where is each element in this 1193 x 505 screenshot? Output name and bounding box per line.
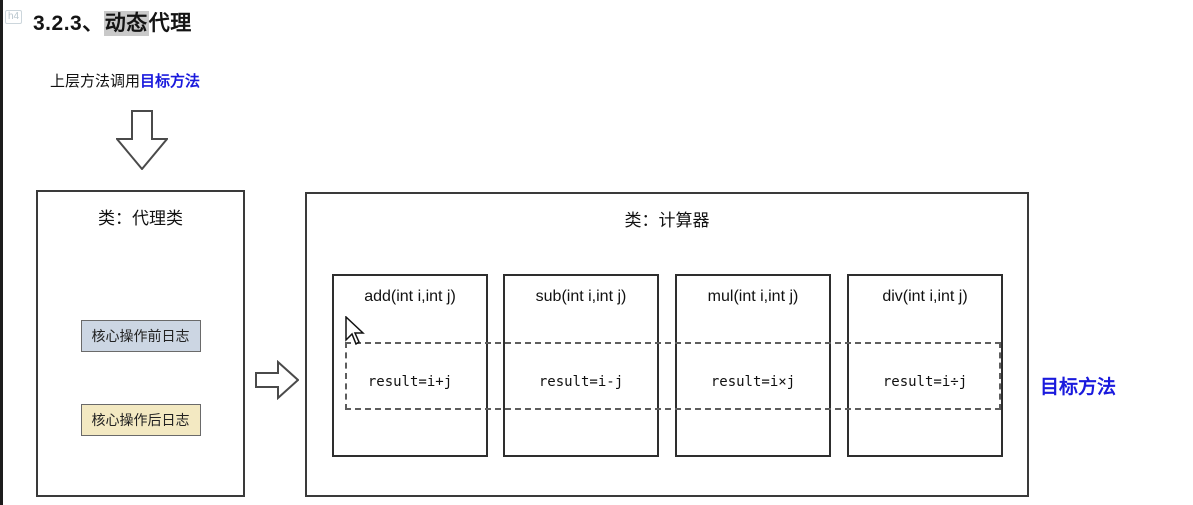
left-edge-strip [0, 0, 3, 505]
before-log-chip: 核心操作前日志 [80, 320, 201, 352]
method-box-sub: sub(int i,int j) result=i-j [503, 274, 659, 457]
method-body-div: result=i÷j [882, 374, 968, 390]
heading-prefix: 3.2.3、 [33, 12, 104, 35]
intro-target-method-text: 目标方法 [140, 73, 201, 90]
calculator-class-title: 类：计算器 [624, 211, 710, 230]
heading-highlight: 动态 [103, 11, 149, 36]
calculator-class-box: 类：计算器 add(int i,int j) result=i+j sub(in… [305, 192, 1029, 497]
method-signature-div: div(int i,int j) [882, 288, 968, 305]
method-body-mul: result=i×j [710, 374, 796, 390]
proxy-class-box: 类：代理类 核心操作前日志 核心操作后日志 [36, 190, 245, 497]
down-arrow-icon [116, 110, 168, 170]
section-heading: 3.2.3、动态代理 [33, 7, 192, 37]
intro-line: 上层方法调用目标方法 [50, 70, 200, 91]
method-box-add: add(int i,int j) result=i+j [332, 274, 488, 457]
method-box-mul: mul(int i,int j) result=i×j [675, 274, 831, 457]
heading-suffix: 代理 [148, 12, 192, 35]
heading-level-badge: h4 [5, 10, 23, 24]
mouse-cursor-icon [345, 316, 365, 346]
after-log-chip: 核心操作后日志 [80, 404, 201, 436]
method-signature-mul: mul(int i,int j) [707, 288, 799, 305]
target-method-label: 目标方法 [1040, 377, 1117, 398]
method-signature-sub: sub(int i,int j) [535, 288, 627, 305]
right-arrow-icon [255, 360, 299, 400]
proxy-class-title: 类：代理类 [98, 209, 183, 228]
intro-plain-text: 上层方法调用 [50, 73, 141, 90]
method-box-div: div(int i,int j) result=i÷j [847, 274, 1003, 457]
method-body-sub: result=i-j [538, 374, 624, 390]
method-signature-add: add(int i,int j) [364, 288, 456, 305]
method-body-add: result=i+j [367, 374, 453, 390]
